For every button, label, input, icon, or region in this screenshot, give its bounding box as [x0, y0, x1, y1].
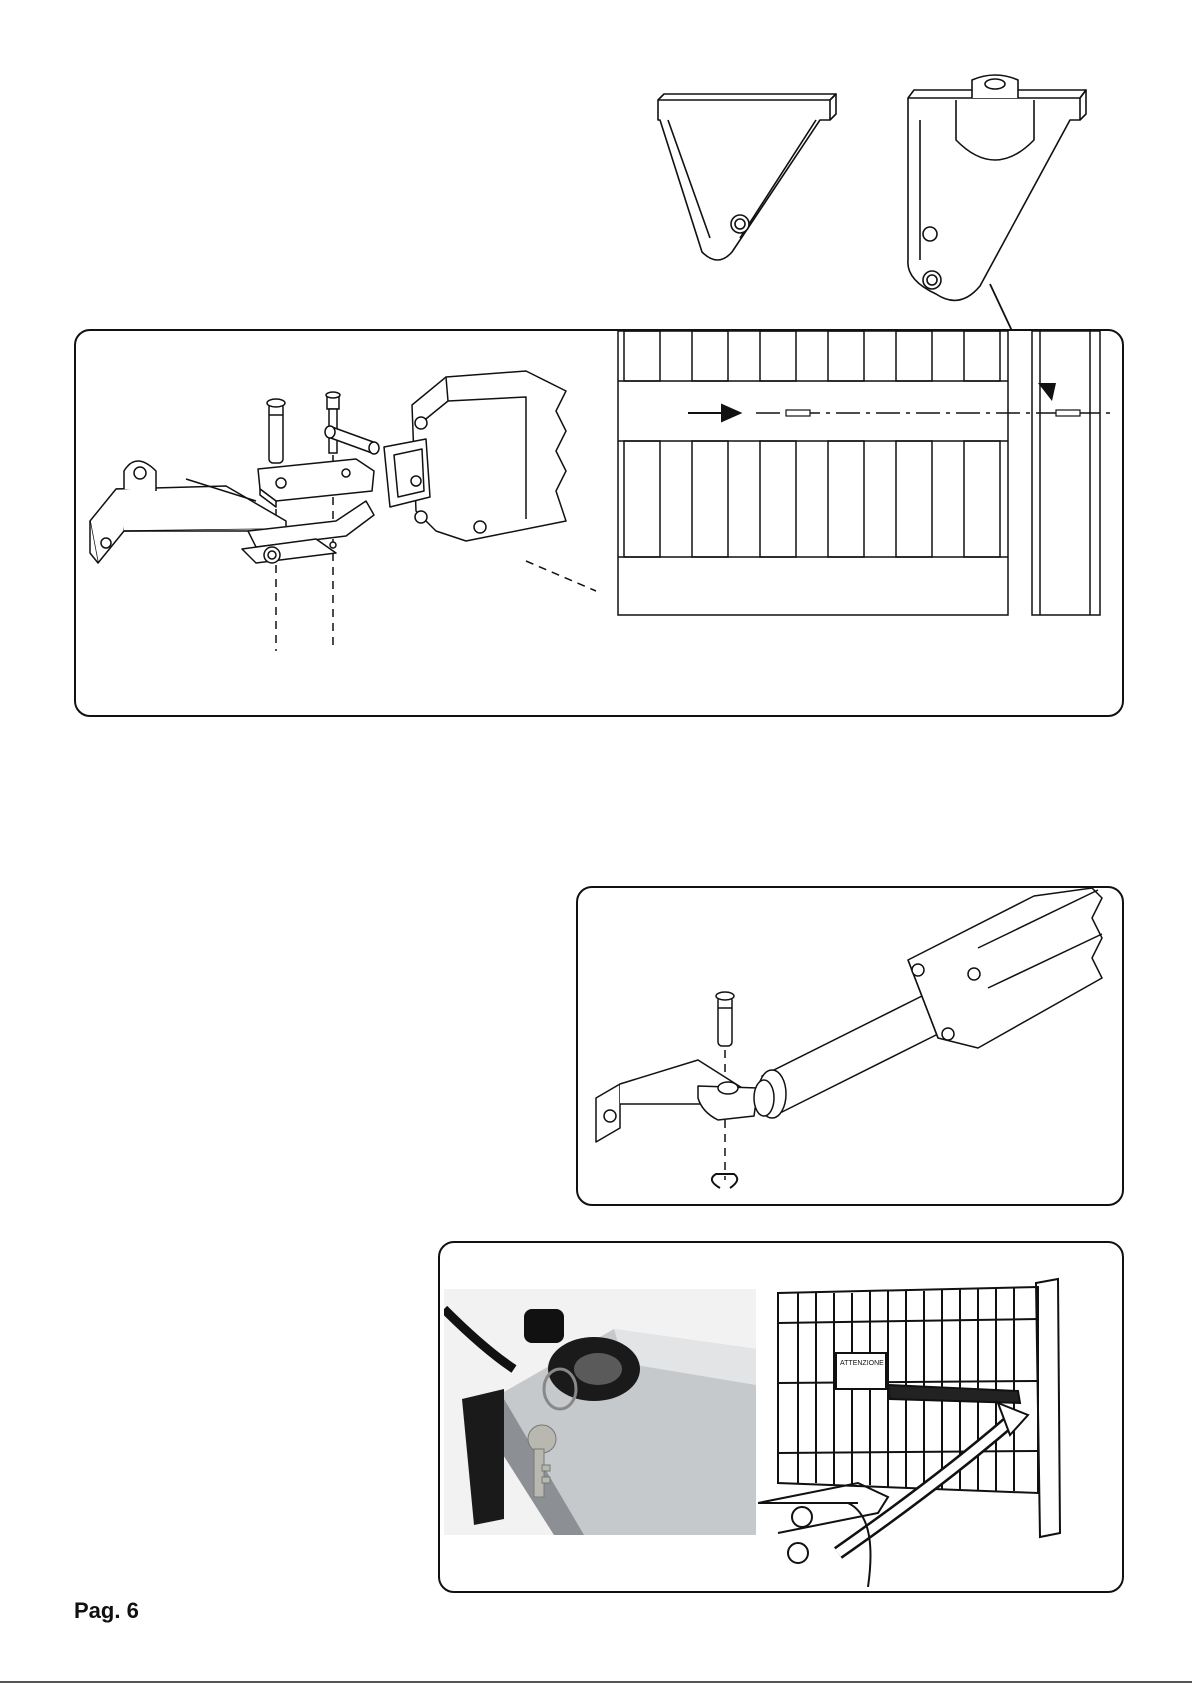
- warning-sign-label: ATTENZIONE: [840, 1360, 884, 1367]
- page-number: Pag. 6: [74, 1598, 139, 1624]
- front-pin: [716, 992, 734, 1046]
- warning-sign: [836, 1353, 886, 1389]
- bottom-rule: [0, 1681, 1192, 1683]
- clevis-pin: [267, 399, 285, 463]
- release-cap: [524, 1309, 564, 1343]
- gate-elevation: [618, 331, 1100, 615]
- gate-bracket-assembly-figure: [74, 329, 1124, 717]
- rear-brackets-figure: [640, 70, 1100, 330]
- gate-bracket-assembly-drawing: [76, 331, 1122, 715]
- leader-line: [990, 284, 1050, 330]
- small-bracket: [658, 94, 836, 260]
- actuator-body: [908, 888, 1102, 1048]
- release-key-figure: ATTENZIONE: [438, 1241, 1124, 1593]
- bolt: [326, 392, 340, 453]
- front-bracket: [596, 1060, 758, 1142]
- release-key-photo: [444, 1289, 756, 1535]
- manual-release-sketch: ATTENZIONE: [758, 1253, 1118, 1587]
- front-mount-drawing: [578, 888, 1122, 1204]
- motor-head: [384, 371, 566, 541]
- rear-brackets-drawing: [640, 70, 1100, 330]
- actuator-rod: [754, 992, 950, 1118]
- large-bracket: [908, 75, 1086, 300]
- front-mount-figure: [576, 886, 1124, 1206]
